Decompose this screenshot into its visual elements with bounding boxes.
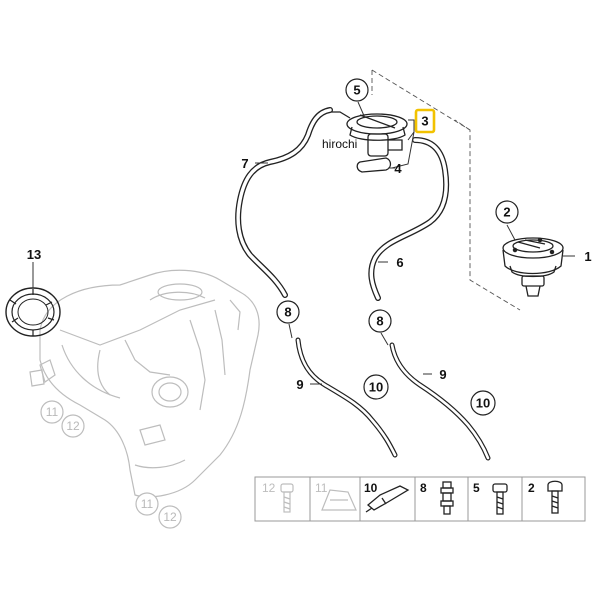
svg-text:10: 10 (476, 396, 490, 411)
svg-text:8: 8 (376, 314, 383, 329)
strip-label-12: 12 (262, 481, 276, 495)
fuel-pump-assembly (330, 111, 408, 157)
callout-3-highlighted: 3 (414, 108, 436, 134)
svg-text:2: 2 (503, 205, 510, 220)
callout-10-right: 10 (470, 390, 496, 416)
callout-5: 5 (345, 78, 369, 102)
strip-label-8: 8 (420, 481, 427, 495)
svg-text:5: 5 (353, 83, 360, 98)
callout-8-right: 8 (368, 309, 392, 333)
watermark-text: hirochi (322, 137, 357, 151)
screw-12-icon (280, 483, 294, 513)
fuel-tank-outline (29, 269, 260, 498)
strip-label-5: 5 (473, 481, 480, 495)
callout-10-left: 10 (363, 374, 389, 400)
part-13-retaining-ring (5, 287, 61, 337)
svg-text:9: 9 (296, 377, 303, 392)
svg-text:1: 1 (584, 249, 591, 264)
svg-text:9: 9 (439, 367, 446, 382)
callout-9-right: 9 (439, 367, 446, 382)
svg-text:10: 10 (369, 380, 383, 395)
svg-text:3: 3 (421, 114, 428, 129)
grommet-8-icon (440, 481, 454, 515)
svg-text:12: 12 (66, 419, 80, 433)
clip-11-icon (321, 489, 357, 511)
svg-text:8: 8 (284, 305, 291, 320)
callout-2: 2 (495, 200, 519, 224)
strip-label-10: 10 (364, 481, 378, 495)
strip-label-2: 2 (528, 481, 535, 495)
callout-8-left: 8 (276, 300, 300, 324)
strip-label-11: 11 (315, 481, 328, 495)
svg-text:12: 12 (163, 510, 177, 524)
leader-lines (255, 101, 575, 385)
callout-6: 6 (396, 255, 403, 270)
part-1-filler-neck (502, 237, 564, 297)
callout-9-left: 9 (296, 377, 303, 392)
callout-11-upper: 11 (40, 400, 64, 424)
callout-4: 4 (394, 161, 402, 176)
part-4-gasket (356, 157, 392, 173)
bolt-5-icon (492, 483, 508, 515)
svg-text:4: 4 (394, 161, 402, 176)
callout-13: 13 (27, 247, 41, 262)
assembly-dashed-lines (371, 69, 521, 311)
svg-text:11: 11 (46, 405, 59, 419)
callout-7: 7 (241, 156, 248, 171)
hose-7 (235, 107, 333, 298)
callout-1: 1 (584, 249, 591, 264)
small-parts-strip: 12 11 10 8 5 2 (254, 476, 586, 522)
svg-text:13: 13 (27, 247, 41, 262)
clip-10-icon (365, 485, 410, 513)
screw-2-icon (547, 480, 563, 514)
svg-text:6: 6 (396, 255, 403, 270)
svg-text:7: 7 (241, 156, 248, 171)
callout-11-lower: 11 (135, 492, 159, 516)
svg-text:11: 11 (141, 497, 154, 511)
callout-12-upper: 12 (61, 414, 85, 438)
callout-12-lower: 12 (158, 505, 182, 529)
